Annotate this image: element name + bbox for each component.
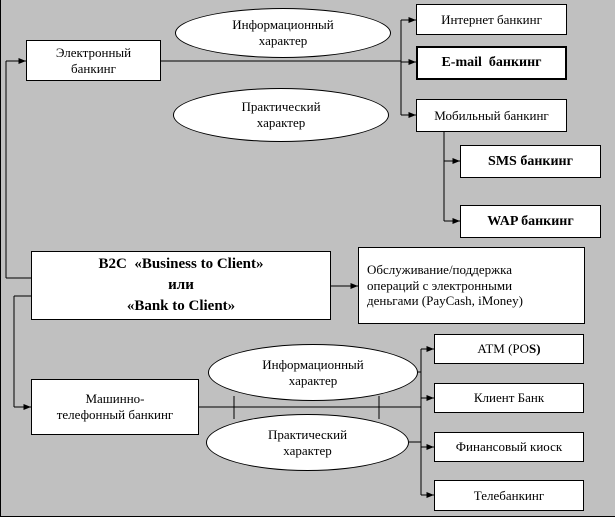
telebanking-label: Телебанкинг [473,487,545,503]
info-character-bottom-label: Информационный характер [262,356,364,388]
electronic-banking-label: Электронный банкинг [55,44,132,76]
telebanking-node: Телебанкинг [434,480,584,511]
financial-kiosk-label: Финансовый киоск [455,439,563,455]
client-bank-node: Клиент Банк [434,383,584,413]
pract-character-bottom-label: Практический характер [267,426,348,458]
pract-character-bottom-ellipse: Практический характер [206,414,409,471]
wap-banking-label: WAP банкинг [487,213,574,229]
atm-pos-label: ATM (POS) [477,341,541,357]
machine-phone-banking-node: Машинно- телефонный банкинг [31,379,199,435]
internet-banking-label: Интернет банкинг [441,11,542,27]
email-banking-label: E-mail банкинг [441,55,542,71]
pract-character-top-ellipse: Практический характер [173,88,389,142]
atm-pos-node: ATM (POS) [434,334,584,364]
client-bank-label: Клиент Банк [473,390,545,406]
emoney-service-label: Обслуживание/поддержка операций с электр… [367,261,523,309]
mobile-banking-label: Мобильный банкинг [434,107,549,123]
electronic-banking-node: Электронный банкинг [26,40,161,81]
b2c-node: B2C «Business to Client» или «Bank to Cl… [31,251,331,320]
info-character-bottom-ellipse: Информационный характер [208,344,418,401]
internet-banking-node: Интернет банкинг [416,4,567,35]
emoney-service-node: Обслуживание/поддержка операций с электр… [358,247,585,324]
email-banking-node: E-mail банкинг [416,46,567,80]
mobile-banking-node: Мобильный банкинг [416,99,567,132]
info-character-top-ellipse: Информационный характер [175,8,391,58]
info-character-top-label: Информационный характер [232,17,334,48]
sms-banking-label: SMS банкинг [488,153,573,169]
pract-character-top-label: Практический характер [241,99,321,130]
wap-banking-node: WAP банкинг [460,205,601,238]
machine-phone-banking-label: Машинно- телефонный банкинг [56,391,174,422]
b2c-label: B2C «Business to Client» или «Bank to Cl… [98,256,264,314]
financial-kiosk-node: Финансовый киоск [434,432,584,462]
sms-banking-node: SMS банкинг [460,145,601,178]
